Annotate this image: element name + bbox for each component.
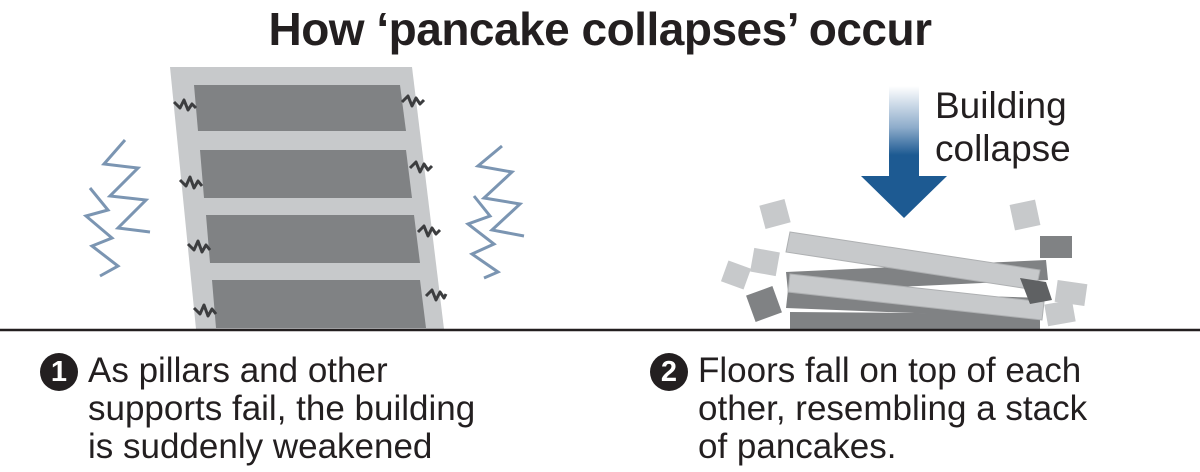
debris-piece: [1040, 236, 1072, 258]
caption-line: As pillars and other: [88, 351, 388, 390]
floor-1: [194, 85, 406, 131]
collapse-arrow-label: Building collapse: [935, 84, 1071, 170]
weakened-building: [82, 67, 525, 329]
floor-2: [200, 150, 412, 198]
caption-line: other, resembling a stack: [698, 389, 1088, 428]
arrow-label-line: collapse: [935, 128, 1071, 169]
pancake-floor-4: [787, 273, 1045, 321]
step-number-badge: 2: [650, 353, 688, 391]
step-number-badge: 1: [40, 353, 78, 391]
caption-line: Floors fall on top of each: [698, 351, 1082, 390]
caption-line: of pancakes.: [698, 427, 897, 466]
shake-lines: [82, 139, 525, 280]
arrow-shaft: [889, 86, 919, 178]
floor-3: [206, 215, 420, 263]
debris-piece: [750, 247, 780, 277]
caption-line: is suddenly weakened: [88, 427, 433, 466]
debris-piece: [1009, 199, 1041, 231]
arrow-head: [861, 176, 947, 218]
debris-piece: [746, 286, 782, 322]
debris-piece: [1054, 280, 1088, 306]
floor-4: [212, 280, 426, 328]
collapse-arrow: [861, 86, 947, 218]
step-2-caption: 2 Floors fall on top of each other, rese…: [650, 352, 1087, 466]
arrow-label-line: Building: [935, 85, 1067, 126]
step-1-caption: 1 As pillars and other supports fail, th…: [40, 352, 475, 466]
debris-piece: [759, 199, 791, 229]
caption-line: supports fail, the building: [88, 389, 476, 428]
debris-piece: [1044, 299, 1076, 327]
page-title: How ‘pancake collapses’ occur: [268, 3, 932, 55]
bottom-slab: [790, 312, 1040, 330]
debris: [720, 199, 1088, 327]
debris-piece: [720, 260, 752, 290]
collapsed-building: [720, 199, 1088, 330]
pillar-cracks: [172, 94, 448, 318]
crushed-edge: [1020, 278, 1052, 304]
